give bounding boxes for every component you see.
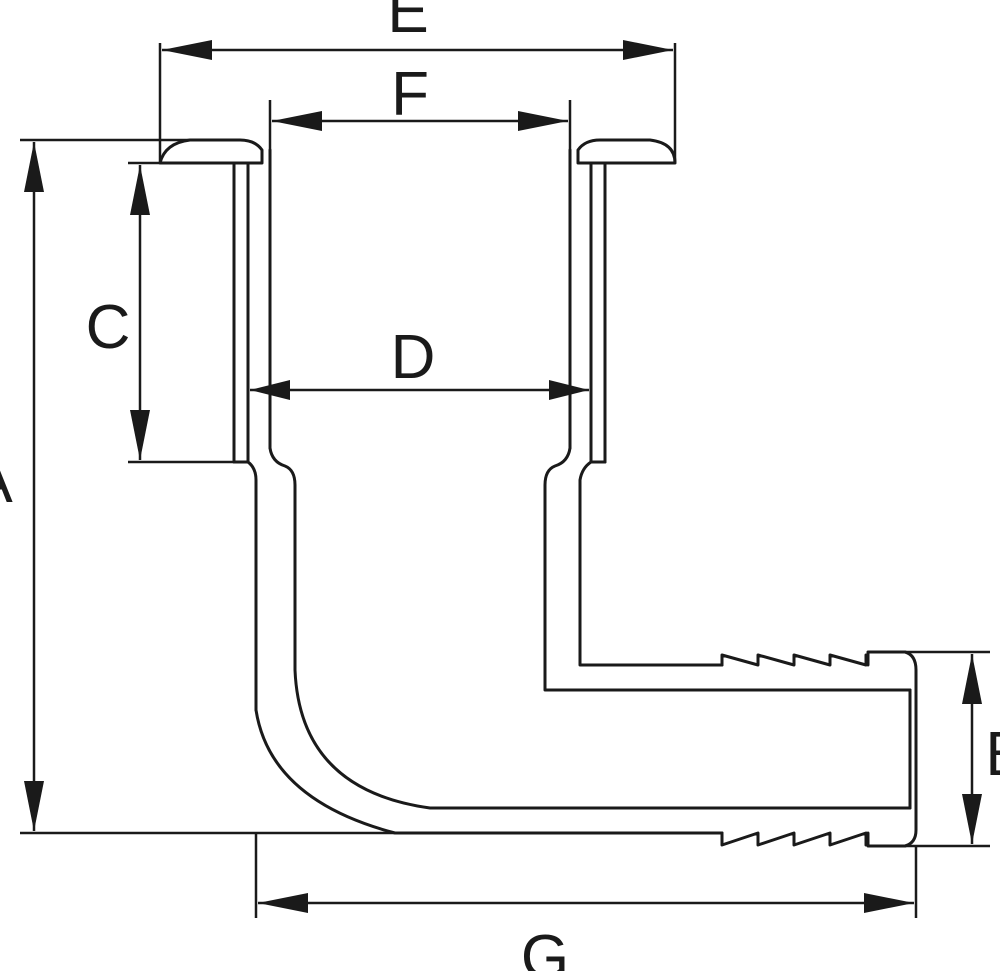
label-D: D xyxy=(391,323,436,392)
arrowhead xyxy=(549,380,589,400)
label-G: G xyxy=(521,923,569,971)
arrowhead xyxy=(864,893,914,913)
thread-upper xyxy=(720,650,907,667)
arrowhead xyxy=(962,794,982,844)
arrowhead xyxy=(24,781,44,831)
arrowhead xyxy=(130,165,150,215)
arrowhead xyxy=(250,380,290,400)
bore-inner-curve xyxy=(268,446,912,810)
bore-right-curve xyxy=(543,446,912,692)
thread-lower xyxy=(720,831,907,848)
label-C: C xyxy=(86,293,131,362)
dimension-lines xyxy=(20,40,990,918)
elbow-outer-sweep xyxy=(254,708,724,835)
arrowhead xyxy=(130,410,150,460)
body-right-inner xyxy=(578,460,724,667)
arrowhead xyxy=(518,111,568,131)
arrowhead xyxy=(272,111,322,131)
label-F: F xyxy=(391,60,429,129)
arrowhead xyxy=(162,40,212,60)
fitting-outline xyxy=(158,138,918,848)
arrowhead xyxy=(258,893,308,913)
outlet-end xyxy=(903,650,918,848)
label-E: E xyxy=(387,0,428,46)
arrowhead xyxy=(962,654,982,704)
flange-left xyxy=(158,138,264,165)
body-left-outer xyxy=(246,460,258,712)
label-A: A xyxy=(0,447,13,516)
label-B: B xyxy=(985,720,1000,789)
flange-right xyxy=(576,138,677,165)
arrowhead xyxy=(623,40,673,60)
arrowhead xyxy=(24,142,44,192)
